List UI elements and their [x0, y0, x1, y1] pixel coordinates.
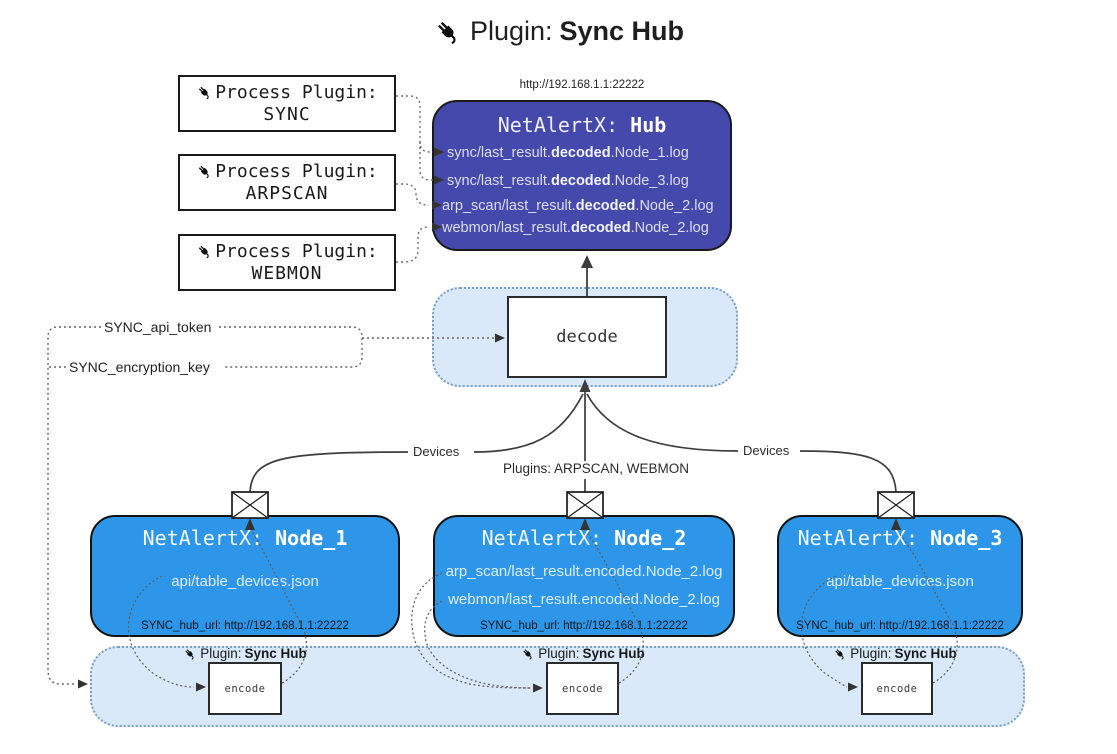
plug-icon — [521, 647, 535, 661]
title-name: Sync Hub — [559, 16, 685, 46]
plug-icon — [196, 243, 213, 260]
plugin-to-hub-lines — [396, 95, 433, 263]
devices-right-label: Devices — [740, 443, 793, 458]
plug-icon — [433, 17, 463, 47]
node2-box: NetAlertX: Node_2 arp_scan/last_result.e… — [433, 515, 735, 637]
hub-box: NetAlertX: Hub sync/last_result.decoded.… — [432, 100, 732, 251]
process-plugin-name: SYNC — [263, 104, 311, 125]
plug-icon — [196, 84, 213, 101]
node-hub-url: SYNC_hub_url: http://192.168.1.1:22222 — [141, 620, 349, 632]
hub-title-name: Hub — [630, 113, 667, 137]
sync-api-token-label: SYNC_api_token — [101, 319, 215, 335]
strip-plugin-label: Plugin:Sync Hub — [160, 646, 330, 661]
node1-box: NetAlertX: Node_1 api/table_devices.json… — [90, 515, 400, 637]
arrowhead-up — [581, 255, 593, 268]
node-title: NetAlertX: Node_2 — [481, 526, 687, 550]
node-hub-url: SYNC_hub_url: http://192.168.1.1:22222 — [796, 620, 1004, 632]
devices-left-curve-b — [473, 393, 584, 453]
token-key-junction-line — [219, 326, 363, 368]
encode-box: encode — [546, 662, 619, 715]
decode-label: decode — [556, 327, 618, 347]
process-plugin-label: Process Plugin: — [215, 161, 378, 182]
title-prefix: Plugin: — [469, 16, 553, 46]
encode-box: encode — [208, 662, 282, 715]
node-title: NetAlertX: Node_1 — [142, 526, 348, 550]
devices-left-curve-a — [249, 451, 409, 493]
node-line: webmon/last_result.encoded.Node_2.log — [448, 591, 720, 608]
devices-left-label: Devices — [410, 444, 463, 459]
sync-to-hub-line1 — [396, 95, 433, 153]
node3-box: NetAlertX: Node_3 api/table_devices.json… — [777, 515, 1023, 637]
process-plugin-label: Process Plugin: — [215, 82, 378, 103]
hub-log-line: arp_scan/last_result.decoded.Node_2.log — [442, 198, 714, 214]
hub-title: NetAlertX: Hub — [434, 113, 730, 137]
plug-icon — [183, 647, 197, 661]
process-plugin-name: ARPSCAN — [245, 183, 329, 204]
node-title: NetAlertX: Node_3 — [797, 526, 1003, 550]
sync-encryption-key-label: SYNC_encryption_key — [66, 359, 213, 375]
hub-log-line: sync/last_result.decoded.Node_3.log — [447, 173, 689, 189]
process-plugin-label: Process Plugin: — [215, 241, 378, 262]
arpscan-to-hub-line — [396, 183, 429, 206]
strip-plugin-label: Plugin:Sync Hub — [810, 646, 980, 661]
node-line: api/table_devices.json — [171, 573, 319, 590]
process-plugin-name: WEBMON — [251, 263, 323, 284]
strip-plugin-label: Plugin:Sync Hub — [498, 646, 668, 661]
process-plugin-arpscan-box: Process Plugin: ARPSCAN — [178, 154, 396, 211]
plug-icon — [833, 647, 847, 661]
hub-url: http://192.168.1.1:22222 — [519, 79, 645, 91]
node-line: arp_scan/last_result.encoded.Node_2.log — [445, 563, 723, 580]
plugins-mid-label: Plugins: ARPSCAN, WEBMON — [500, 461, 689, 476]
diagram-title: Plugin: Sync Hub — [0, 16, 1117, 47]
decode-box: decode — [507, 296, 667, 378]
process-plugin-webmon-box: Process Plugin: WEBMON — [178, 234, 396, 291]
hub-log-line: webmon/last_result.decoded.Node_2.log — [442, 220, 709, 236]
node-line: api/table_devices.json — [826, 573, 974, 590]
arrowhead-into-strip — [78, 679, 88, 689]
webmon-to-hub-line — [396, 226, 429, 263]
process-plugin-sync-box: Process Plugin: SYNC — [178, 75, 396, 132]
plug-icon — [196, 163, 213, 180]
hub-title-prefix: NetAlertX: — [497, 113, 619, 137]
node-fan-curves — [249, 392, 897, 493]
devices-right-curve-a — [799, 450, 897, 493]
hub-log-line: sync/last_result.decoded.Node_1.log — [447, 145, 689, 161]
devices-right-curve-b — [586, 393, 739, 452]
encode-box: encode — [861, 662, 933, 715]
node-hub-url: SYNC_hub_url: http://192.168.1.1:22222 — [480, 620, 688, 632]
